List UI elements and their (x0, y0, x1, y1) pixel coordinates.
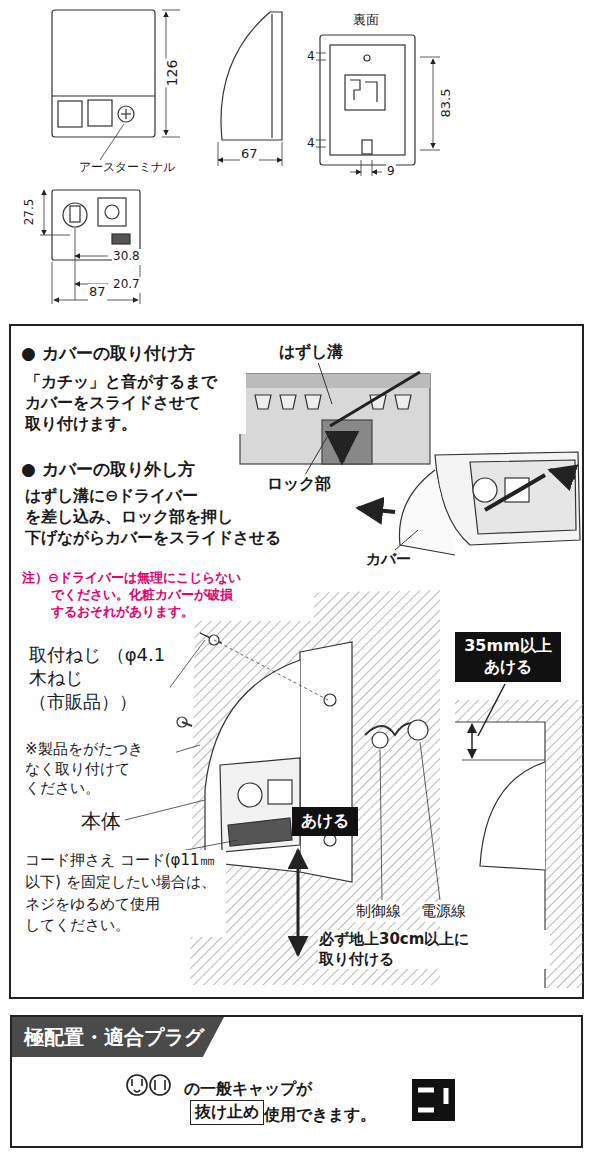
node-text: 35mm以上 あける (461, 636, 555, 678)
plug-info-box: の一般キャップが使用できます。 極配置・適合プラグ抜け止め (10, 1015, 583, 1148)
node-text: 抜け止め (195, 1102, 259, 1123)
node-text: 極配置・適合プラグ (24, 1024, 212, 1051)
label-text: 20.7 (112, 277, 141, 293)
open-space-box: あける (292, 807, 358, 836)
annotation-text: 126 (163, 59, 181, 88)
annotation-text: 27.5 (22, 198, 38, 227)
locking-icon (412, 1079, 455, 1121)
label-text: 30.8 (112, 249, 141, 265)
label-text: 本体 (80, 808, 122, 834)
front-view (52, 10, 180, 160)
annotation-text: ● カバーの取り付け方 (20, 342, 196, 364)
header-band: 極配置・適合プラグ (12, 1017, 224, 1057)
label-text: カバー (365, 550, 412, 570)
label-text: アースターミナル (78, 160, 176, 176)
annotation-text: 83.5 (438, 88, 455, 119)
label-text: ロック部 (266, 474, 332, 495)
node-text: あける (301, 811, 349, 832)
node-text: 使用できます。 (264, 1105, 376, 1126)
label-text: 裏面 (352, 12, 380, 29)
label-text: 電源線 (420, 902, 467, 922)
label-text: 87 (88, 284, 107, 301)
back-view (316, 35, 440, 176)
label-text: 9 (386, 164, 396, 180)
node-text: の一般キャップが (184, 1079, 312, 1100)
annotation-text: 取付ねじ （φ4.1 木ねじ （市販品）） (28, 643, 170, 713)
annotation-text: 注）⊖ドライバーは無理にこじらない でください。化粧カバーが破損 するおそれがあ… (22, 570, 314, 621)
annotation-text: はずし溝に⊖ドライバー を差し込み、ロック部を押し 下げながらカバーをスライドさ… (24, 486, 288, 548)
bottom-view (40, 190, 140, 304)
plug-symbols (127, 1075, 170, 1095)
side-view (218, 12, 282, 166)
annotation-text: ● カバーの取り外し方 (20, 458, 196, 480)
label-text: 4 (306, 49, 316, 65)
annotation-text: 必ず地上30cm以上に 取り付ける (318, 930, 550, 969)
label-text: 67 (240, 146, 259, 163)
annotation-text: 「カチッ」と音がするまで カバーをスライドさせて 取り付けます。 (24, 372, 246, 434)
annotation-text: コード押さえ コード(φ11㎜以下) を固定したい場合は、 ネジをゆるめて使用 … (24, 850, 226, 937)
label-text: 4 (306, 136, 316, 152)
panel-frame (10, 325, 583, 998)
label-text: はずし溝 (278, 342, 344, 363)
lock-tag-box: 抜け止め (190, 1100, 264, 1125)
cover-removal-illustration (240, 362, 580, 555)
annotation-text: ※製品をがたつき なく取り付けて ください。 (24, 740, 176, 799)
label-text: 制御線 (355, 902, 402, 922)
clearance-note-box: 35mm以上 あける (455, 632, 561, 682)
